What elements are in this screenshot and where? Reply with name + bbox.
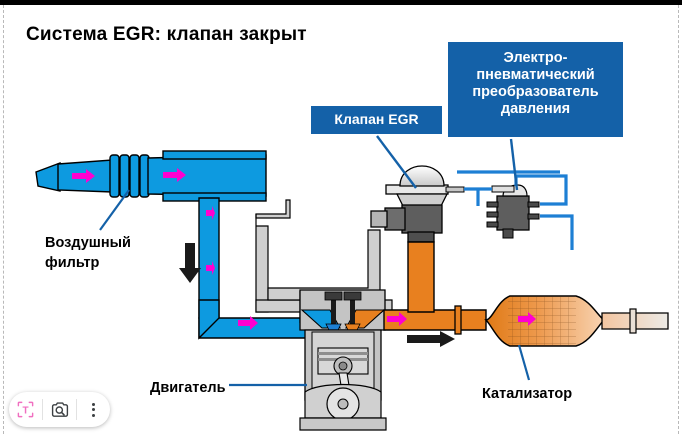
label-air-filter-line2: фильтр xyxy=(45,254,100,271)
lens-search-button[interactable] xyxy=(43,392,76,427)
label-air-filter: Воздушный фильтр xyxy=(45,234,131,273)
air-intake-assembly xyxy=(35,150,311,340)
engine-cylinder xyxy=(299,289,387,431)
egr-valve xyxy=(370,165,465,243)
callout-converter-line3: преобразователь xyxy=(472,84,599,101)
label-engine: Двигатель xyxy=(150,380,226,396)
vacuum-lines xyxy=(457,170,574,250)
callout-egr-valve: Клапан EGR xyxy=(311,106,442,134)
pressure-converter xyxy=(486,184,540,239)
more-options-icon xyxy=(92,402,95,417)
callout-egr-text: Клапан EGR xyxy=(334,111,419,127)
callout-converter-line1: Электро- xyxy=(503,50,568,66)
callout-converter-line2: пневматический xyxy=(476,67,595,84)
more-options-button[interactable] xyxy=(77,392,110,427)
text-select-icon: T xyxy=(17,401,34,418)
direction-arrows xyxy=(179,243,455,347)
label-air-filter-line1: Воздушный xyxy=(45,235,131,251)
leader-catalyst xyxy=(517,344,531,381)
callout-converter-line4: давления xyxy=(500,101,571,118)
leader-lines xyxy=(99,135,531,387)
toolbar-divider-1 xyxy=(42,399,43,420)
svg-text:T: T xyxy=(22,406,28,417)
leader-egr-valve xyxy=(376,135,417,189)
page-edge-left xyxy=(3,5,4,434)
leader-air-filter xyxy=(99,189,130,231)
lens-toolbar: T xyxy=(9,392,110,427)
label-catalyst: Катализатор xyxy=(482,386,573,402)
page-title: Система EGR: клапан закрыт xyxy=(26,24,307,45)
text-select-button[interactable]: T xyxy=(9,392,42,427)
toolbar-divider-2 xyxy=(76,399,77,420)
leader-converter xyxy=(509,138,519,191)
exhaust-system xyxy=(383,241,669,347)
lens-camera-icon xyxy=(51,401,68,417)
page-edge-right xyxy=(678,5,679,434)
callout-pressure-converter: Электро- пневматический преобразователь … xyxy=(448,42,623,137)
flow-arrows xyxy=(72,168,536,330)
top-black-bar xyxy=(0,0,682,5)
